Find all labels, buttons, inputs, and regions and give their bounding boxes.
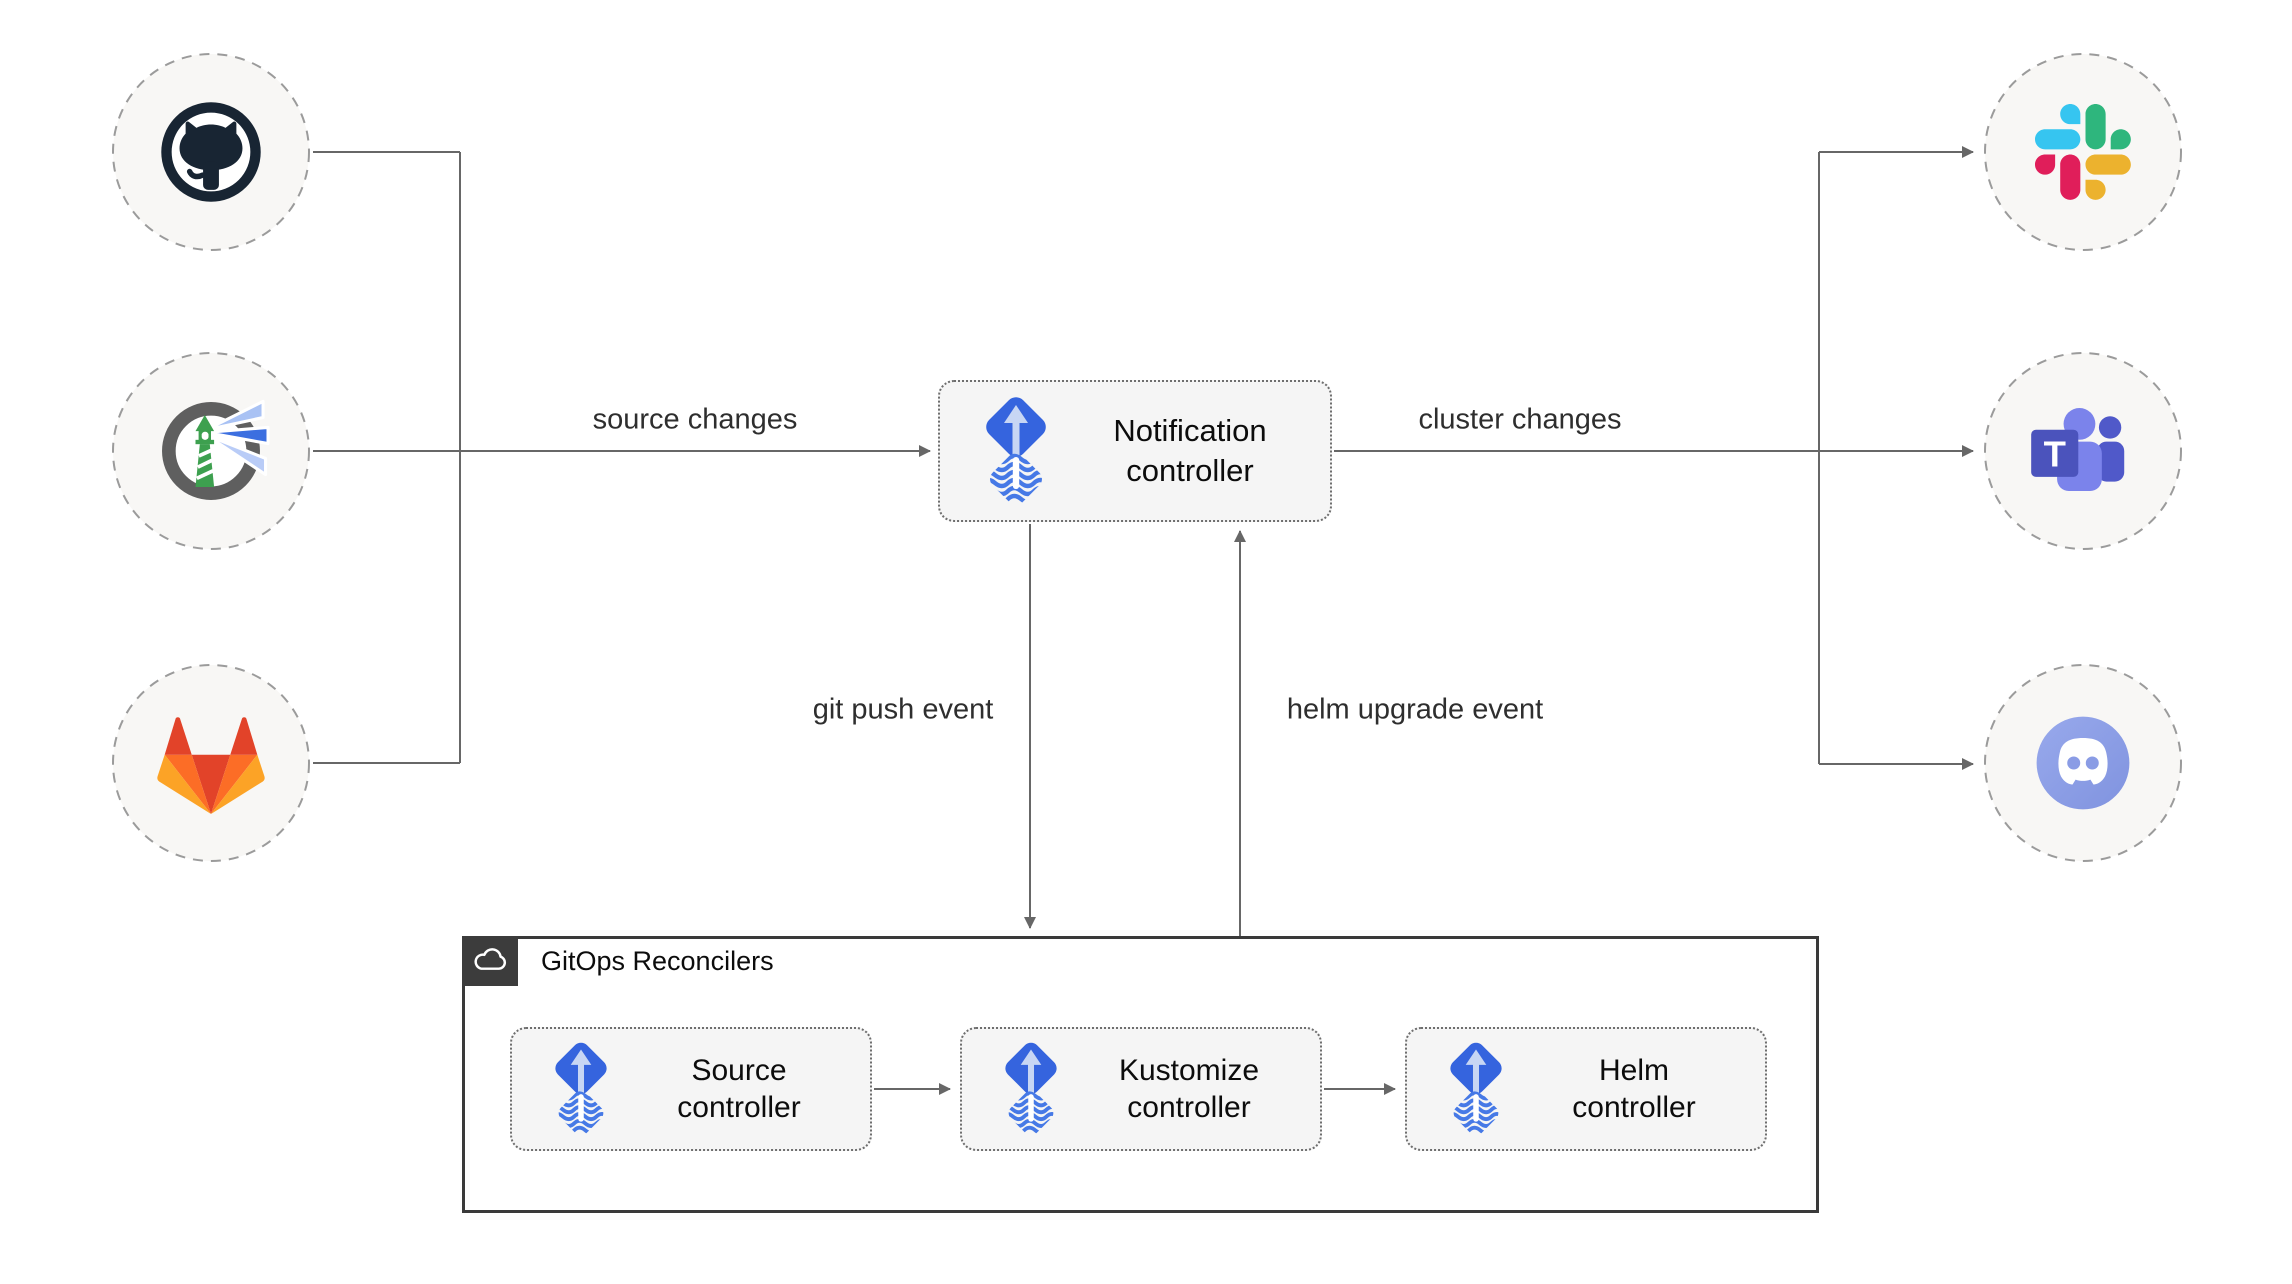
label-line1: Source [691,1054,787,1087]
label-cluster-changes: cluster changes [1418,403,1622,436]
label-line1: Helm [1598,1054,1669,1087]
cloud-icon [472,948,509,975]
kustomize-controller-label: Kustomize controller [1074,1052,1304,1126]
node-gitlab [111,663,311,863]
label-git-push-event: git push event [812,693,994,726]
node-harbor [111,351,311,551]
label-line2: controller [677,1091,801,1124]
gitops-reconcilers-title: GitOps Reconcilers [541,945,774,976]
kustomize-controller-box: Kustomize controller [960,1027,1322,1151]
gitlab-icon [155,707,267,819]
gitops-badge [462,936,518,986]
discord-icon [2025,705,2141,821]
source-controller-box: Source controller [510,1027,872,1151]
label-line2: controller [1127,1091,1251,1124]
label-line1: Notification [1113,413,1267,448]
node-discord [1983,663,2183,863]
node-slack [1983,52,2183,252]
flux-icon [988,1039,1074,1139]
helm-controller-label: Helm controller [1519,1052,1749,1126]
label-source-changes: source changes [592,403,798,436]
helm-controller-box: Helm controller [1405,1027,1767,1151]
slack-icon [2035,104,2131,200]
node-teams [1983,351,2183,551]
notification-controller-label: Notification controller [1066,411,1314,491]
source-controller-label: Source controller [624,1052,854,1126]
notification-controller-box: Notification controller [938,380,1332,522]
teams-icon [2024,398,2142,504]
flux-icon [538,1039,624,1139]
github-icon [150,91,272,213]
label-line1: Kustomize [1118,1054,1260,1087]
label-line2: controller [1126,453,1254,488]
flux-icon [1433,1039,1519,1139]
label-line2: controller [1572,1091,1696,1124]
label-helm-upgrade-event: helm upgrade event [1286,693,1544,726]
node-github [111,52,311,252]
harbor-lighthouse-icon [149,389,273,513]
gitops-reconcilers-container [462,936,1819,1213]
flux-icon [966,393,1066,509]
